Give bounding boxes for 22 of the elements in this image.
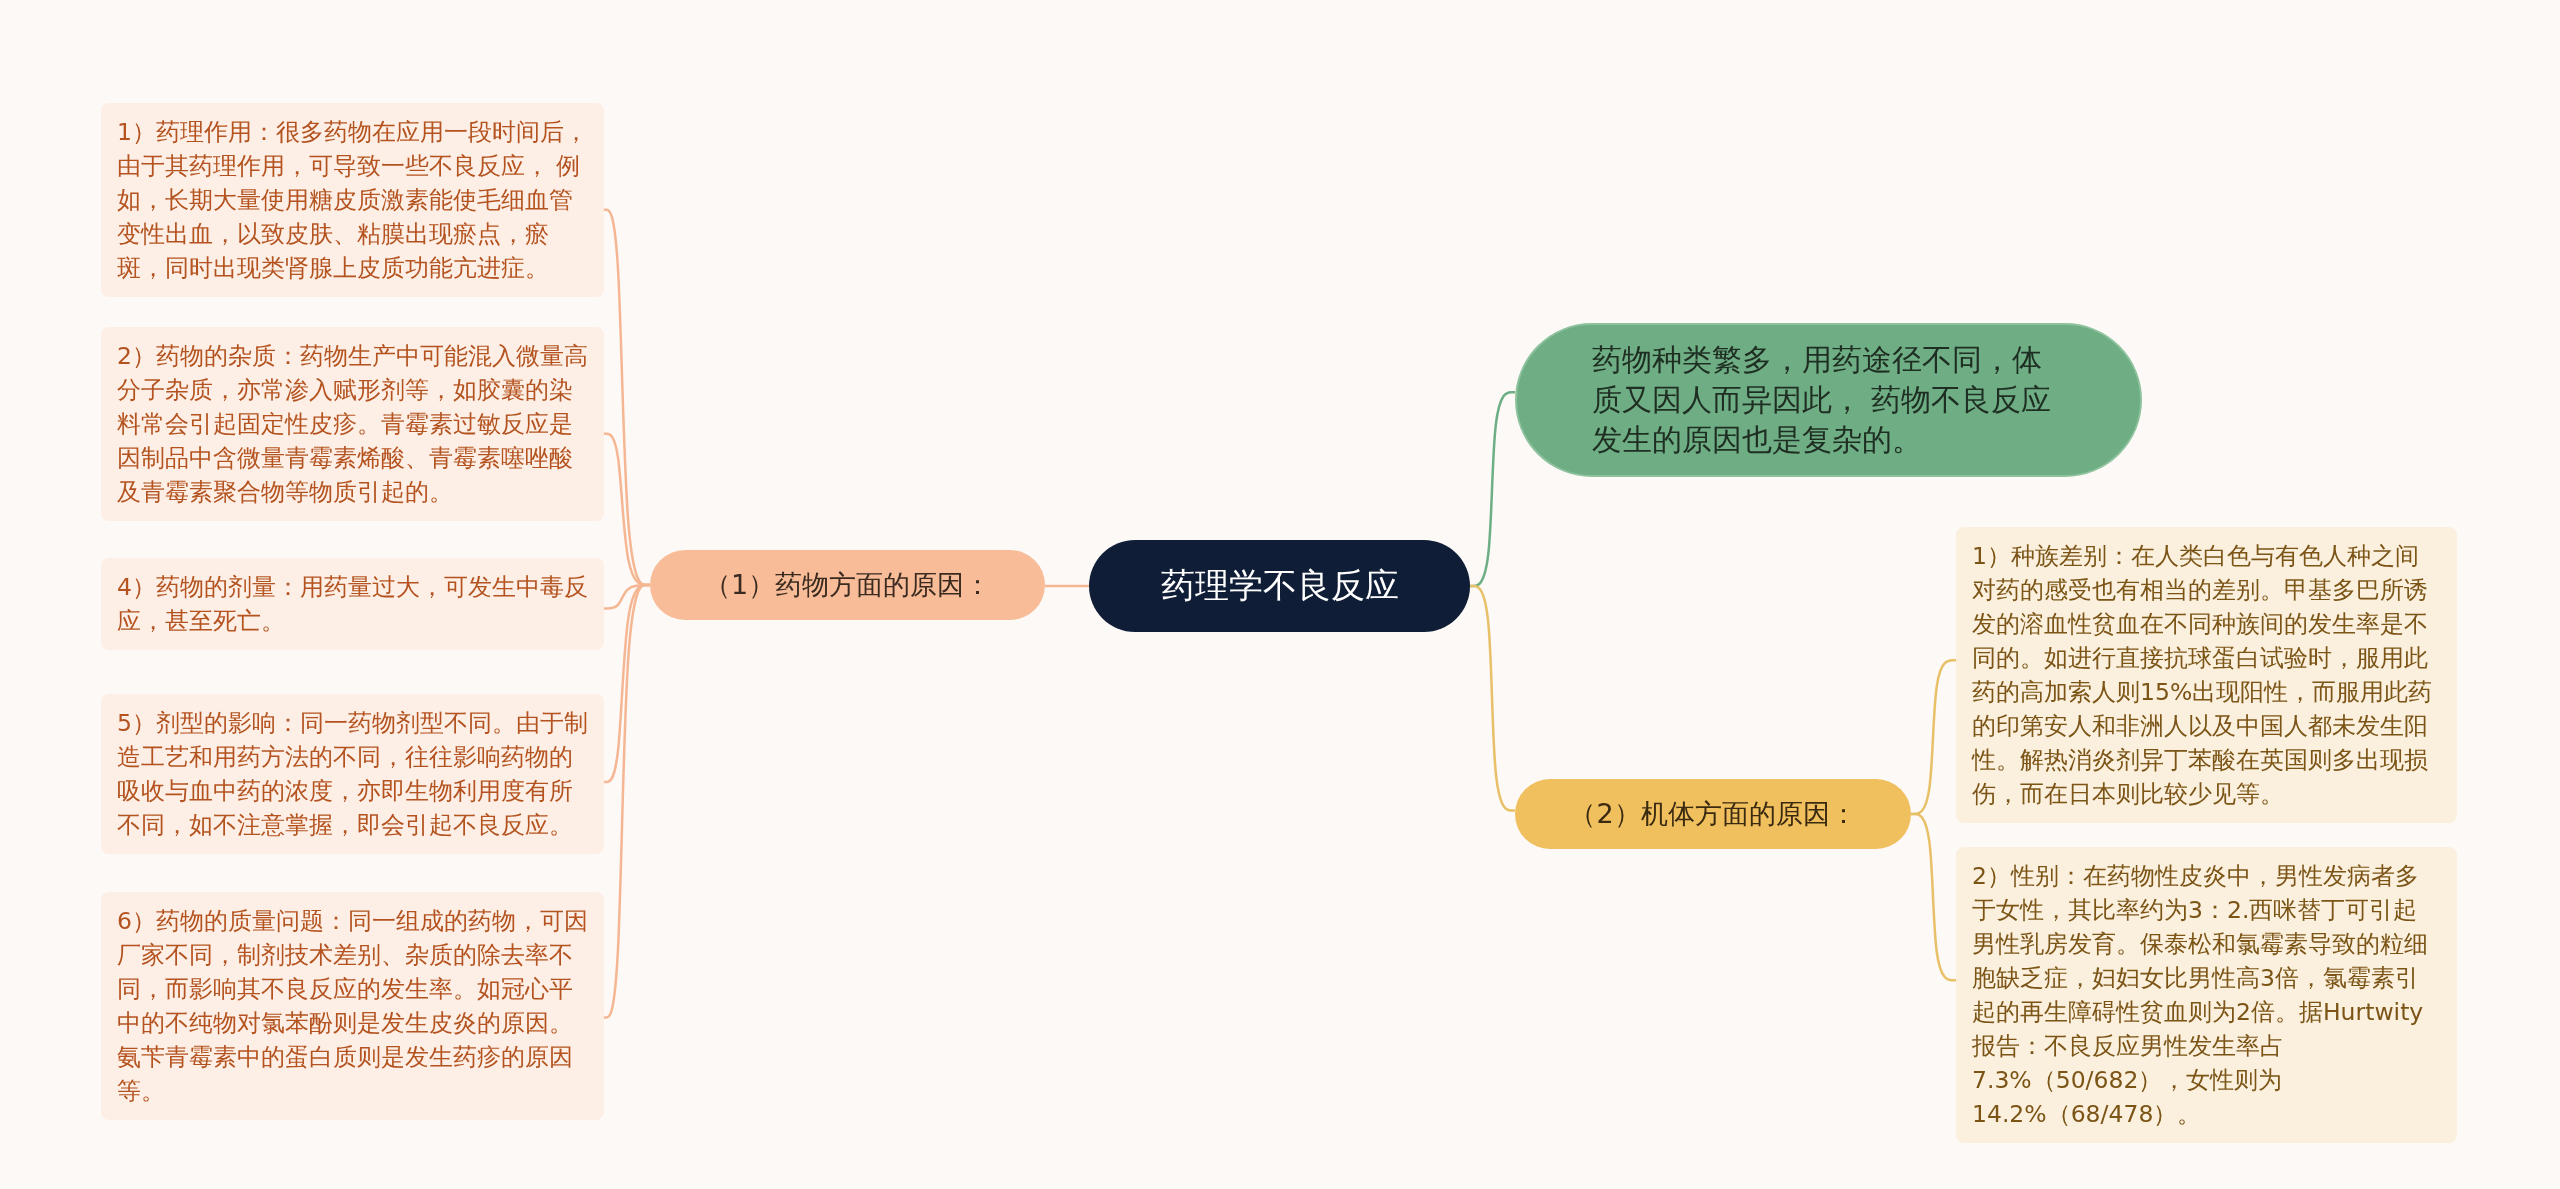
connector-line [1470,584,1515,812]
note-card [101,892,604,1120]
topic-text: 1）药理作用：很多药物在应用一段时间后，由于其药理作用，可导致一些不良反应， 例如，长期大量使用糖皮质激素能使毛细血管变性出血，以致皮肤、粘膜出现瘀点，瘀斑，同时出现类肾腺上皮质功能亢进症。 [117,117,588,284]
topic-text: 1）种族差别：在人类白色与有色人种之间对药的感受也有相当的差别。甲基多巴所诱发的溶血性贫血在不同种族间的发生率是不同的。如进行直接抗球蛋白试验时，服用此药的高加索人则15%出现阳性，而服用此药的印第安人和非洲人以及中国人都未发生阳性。解热消炎剂异丁苯酸在英国则多出现损伤，而在日本则比较少见等。 [1972,541,2434,810]
connector-line [603,583,650,1019]
topic-text: 药理学不良反应 [1160,564,1399,607]
topic-text: 5）剂型的影响：同一药物剂型不同。由于制造工艺和用药方法的不同，往往影响药物的吸收与血中药的浓度，亦即生物利用度有所不同，如不注意掌握，即会引起不良反应。 [117,708,588,841]
note-card [101,327,604,521]
note-card [101,558,604,650]
connector-line [1911,812,1956,982]
topic-text: 2）性别：在药物性皮炎中，男性发病者多于女性，其比率约为3：2.西咪替丁可引起男性乳房发育。保泰松和氯霉素导致的粒细胞缺乏症，妇妇女比男性高3倍，氯霉素引起的再生障碍性贫血则为2倍。据Hurtwity报告：不良反应男性发生率占7.3%（50/682），女性则为14.2%（68/478）。 [1972,861,2429,1130]
connector-line [1045,584,1089,588]
topic-text: （1）药物方面的原因： [703,568,992,602]
topic-text: 6）药物的质量问题：同一组成的药物，可因厂家不同，制剂技术差别、杂质的除去率不同，而影响其不良反应的发生率。如冠心平中的不纯物对氯苯酚则是发生皮炎的原因。氨苄青霉素中的蛋白质则是发生药疹的原因等。 [117,906,588,1107]
note-card [101,694,604,854]
topic-text: 药物种类繁多，用药途径不同，体质又因人而异因此， 药物不良反应发生的原因也是复杂的。 [1592,342,2053,459]
note-card [1956,847,2457,1143]
topic-text: （2）机体方面的原因： [1569,797,1857,831]
note-card [1956,527,2457,823]
topic-text: 4）药物的剂量：用药量过大，可发生中毒反应，甚至死亡。 [117,572,588,637]
topic-text: 2）药物的杂质：药物生产中可能混入微量高分子杂质，亦常渗入赋形剂等，如胶囊的染料常会引起固定性皮疹。青霉素过敏反应是因制品中含微量青霉素烯酸、青霉素噻唑酸及青霉素聚合物等物质引起的。 [117,341,588,508]
note-card [101,103,604,297]
